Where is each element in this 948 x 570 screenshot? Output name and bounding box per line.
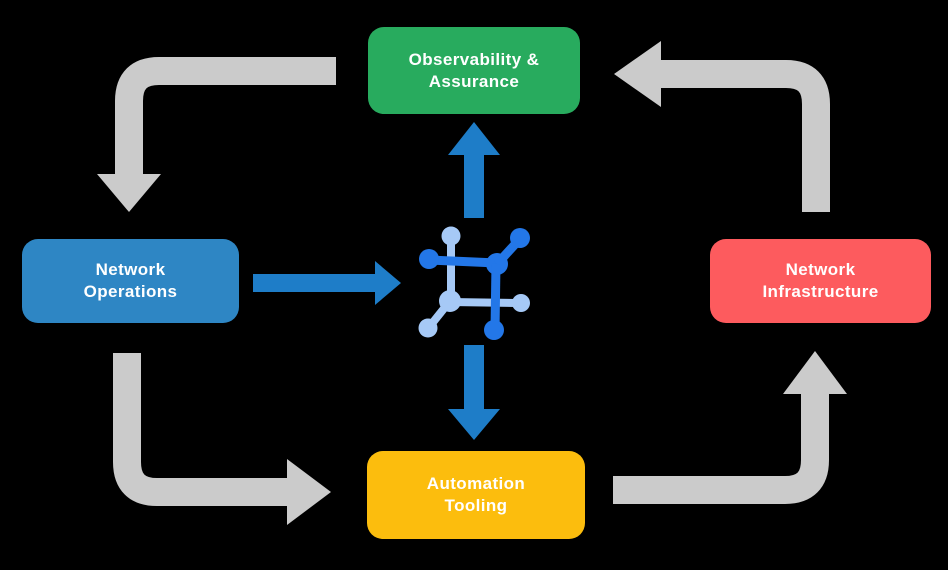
node-label-line: Tooling (444, 496, 508, 515)
node-label-line: Observability & (408, 49, 540, 69)
arrowhead-left (614, 41, 661, 107)
node-label-line: Automation (426, 474, 526, 493)
arrowhead-up (448, 122, 500, 155)
node-label-line: Operations (83, 282, 178, 301)
node-label-line: Network (785, 260, 856, 279)
cycle-arrow-automation-to-infrastructure (613, 351, 847, 504)
arrowhead-down (97, 174, 161, 212)
cycle-arrow-infrastructure-to-observability (614, 41, 830, 212)
arrowhead-up (783, 351, 847, 394)
node-label-line: Infrastructure (762, 282, 879, 301)
cycle-arrow-operations-to-automation (113, 353, 331, 525)
arrowhead-right (375, 261, 401, 305)
network-mesh-icon (418, 226, 530, 340)
data-arrow-operations-to-icon (253, 261, 401, 305)
arrowhead-right (287, 459, 331, 525)
arrowhead-down (448, 409, 500, 440)
node-network-infrastructure: Network Infrastructure (710, 239, 931, 323)
node-observability-assurance: Observability & Assurance (368, 27, 580, 114)
data-arrow-icon-to-observability (448, 122, 500, 218)
node-automation-tooling: Automation Tooling (367, 451, 585, 539)
cycle-arrow-observability-to-operations (97, 57, 336, 212)
node-label-line: Network (95, 260, 166, 279)
node-label-line: Assurance (428, 71, 520, 91)
data-arrow-icon-to-automation (448, 345, 500, 440)
node-network-operations: Network Operations (22, 239, 239, 323)
